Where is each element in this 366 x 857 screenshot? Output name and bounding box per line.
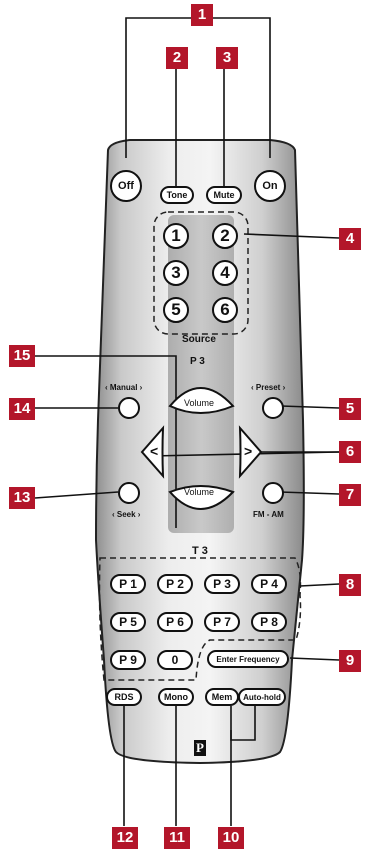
auto-hold-button[interactable]: Auto-hold	[238, 688, 286, 706]
source-4-button[interactable]: 4	[212, 260, 238, 286]
preset-0-button[interactable]: 0	[157, 650, 193, 670]
preset-p7-button[interactable]: P 7	[204, 612, 240, 632]
callout-2: 2	[166, 47, 188, 69]
preset-button[interactable]	[262, 397, 284, 419]
callout-8: 8	[339, 574, 361, 596]
callout-15: 15	[9, 345, 35, 367]
tone-button[interactable]: Tone	[160, 186, 194, 204]
callout-13: 13	[9, 487, 35, 509]
source-label: Source	[182, 334, 216, 345]
rds-button[interactable]: RDS	[106, 688, 142, 706]
callout-5: 5	[339, 398, 361, 420]
callout-12: 12	[112, 827, 138, 849]
mono-button[interactable]: Mono	[158, 688, 194, 706]
callout-1: 1	[191, 4, 213, 26]
source-5-button[interactable]: 5	[163, 297, 189, 323]
preset-label: ‹ Preset ›	[251, 383, 286, 392]
off-button[interactable]: Off	[110, 170, 142, 202]
fm-am-button[interactable]	[262, 482, 284, 504]
volume-down-button[interactable]: Volume	[184, 487, 215, 497]
seek-label: ‹ Seek ›	[112, 510, 141, 519]
manual-label: ‹ Manual ›	[105, 383, 143, 392]
mute-button[interactable]: Mute	[206, 186, 242, 204]
enter-frequency-button[interactable]: Enter Frequency	[207, 650, 289, 668]
on-button[interactable]: On	[254, 170, 286, 202]
source-6-button[interactable]: 6	[212, 297, 238, 323]
brand-logo: P	[194, 740, 206, 756]
source-3-button[interactable]: 3	[163, 260, 189, 286]
source-2-button[interactable]: 2	[212, 223, 238, 249]
source-group-outline	[153, 211, 249, 335]
preset-group-outline	[98, 557, 302, 681]
preset-p2-button[interactable]: P 2	[157, 574, 193, 594]
manual-button[interactable]	[118, 397, 140, 419]
preset-p6-button[interactable]: P 6	[157, 612, 193, 632]
volume-up-shape	[168, 387, 235, 414]
callout-6: 6	[339, 441, 361, 463]
callout-11: 11	[164, 827, 190, 849]
mem-button[interactable]: Mem	[205, 688, 239, 706]
center-strip	[168, 215, 234, 533]
left-arrow-shape	[140, 425, 165, 479]
callout-3: 3	[216, 47, 238, 69]
preset-p9-button[interactable]: P 9	[110, 650, 146, 670]
left-arrow-button[interactable]: <	[150, 443, 159, 459]
preset-p4-button[interactable]: P 4	[251, 574, 287, 594]
callout-14: 14	[9, 398, 35, 420]
preset-p8-button[interactable]: P 8	[251, 612, 287, 632]
p3-label: P 3	[190, 356, 205, 367]
seek-button[interactable]	[118, 482, 140, 504]
t3-label: T 3	[192, 545, 208, 557]
preset-p5-button[interactable]: P 5	[110, 612, 146, 632]
volume-up-button[interactable]: Volume	[184, 398, 215, 408]
right-arrow-shape	[238, 425, 263, 479]
callout-9: 9	[339, 650, 361, 672]
preset-p1-button[interactable]: P 1	[110, 574, 146, 594]
callout-4: 4	[339, 228, 361, 250]
right-arrow-button[interactable]: >	[244, 443, 253, 459]
leader-lines	[34, 17, 340, 826]
volume-down-shape	[168, 485, 235, 510]
source-1-button[interactable]: 1	[163, 223, 189, 249]
fm-am-label: FM - AM	[253, 510, 284, 519]
preset-p3-button[interactable]: P 3	[204, 574, 240, 594]
callout-10: 10	[218, 827, 244, 849]
callout-7: 7	[339, 484, 361, 506]
